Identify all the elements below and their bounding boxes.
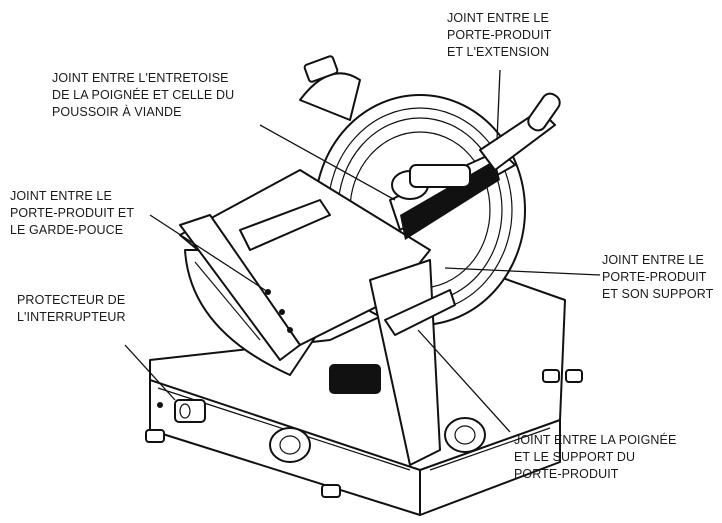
- slicer-feet: [145, 369, 583, 498]
- callout-carriage-thumbguard-joint: JOINT ENTRE LE PORTE-PRODUIT ET LE GARDE…: [10, 189, 135, 237]
- leader-carriage-support: [444, 267, 601, 276]
- callout-handle-carriage-support-joint: JOINT ENTRE LA POIGNÉE ET LE SUPPORT DU …: [514, 433, 677, 481]
- leader-handle-carriage-support: [417, 329, 511, 433]
- meat-carriage: [179, 169, 431, 361]
- carriage-arm: [389, 92, 561, 240]
- carriage-support: [369, 259, 456, 466]
- leader-lines: [124, 69, 601, 433]
- leader-carriage-thumbguard: [149, 214, 269, 293]
- callout-carriage-support-joint: JOINT ENTRE LE PORTE-PRODUIT ET SON SUPP…: [602, 253, 714, 301]
- leader-switch-protector: [124, 344, 176, 401]
- leader-carriage-extension: [496, 69, 501, 141]
- switch-and-knobs: [157, 364, 486, 463]
- leader-handle-spacer: [259, 124, 396, 201]
- callout-handle-spacer-joint: JOINT ENTRE L'ENTRETOISE DE LA POIGNÉE E…: [52, 71, 235, 119]
- callout-switch-protector: PROTECTEUR DE L'INTERRUPTEUR: [17, 293, 126, 324]
- callout-carriage-extension-joint: JOINT ENTRE LE PORTE-PRODUIT ET L'EXTENS…: [447, 11, 552, 59]
